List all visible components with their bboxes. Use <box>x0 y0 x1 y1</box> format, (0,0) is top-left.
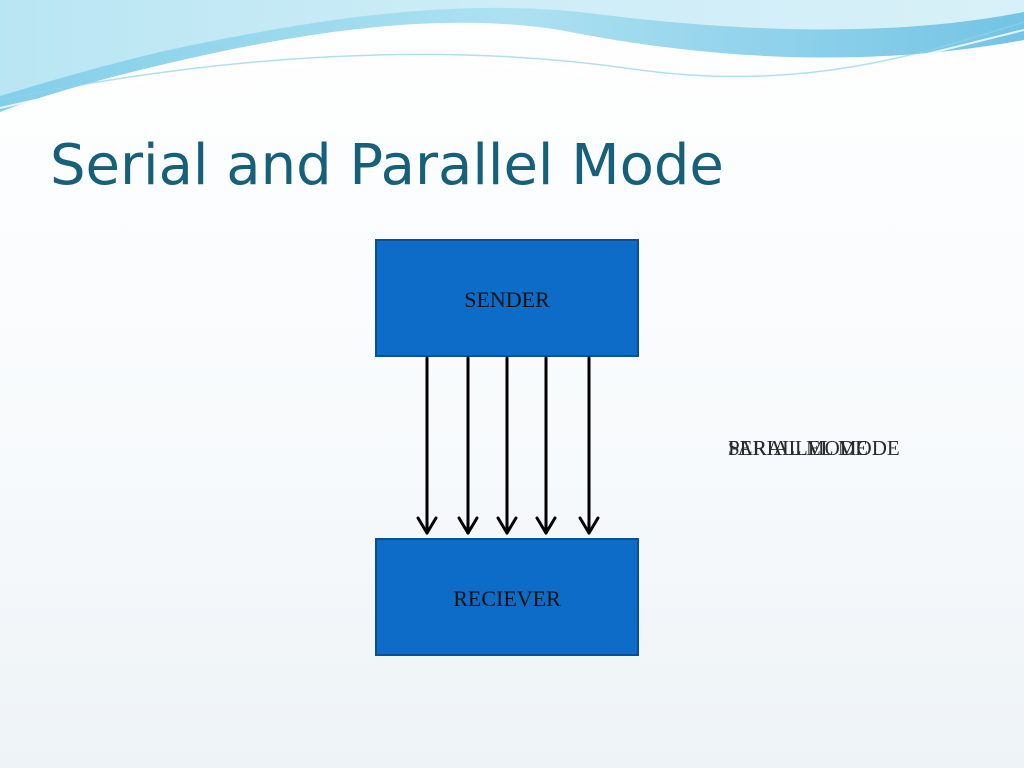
receiver-label: RECIEVER <box>453 586 561 611</box>
sender-box: SENDER <box>375 239 639 357</box>
parallel-mode-label: PARALLEL MODE <box>728 436 900 460</box>
arrow-5 <box>578 356 600 535</box>
sender-label: SENDER <box>464 287 550 312</box>
arrow-1 <box>416 356 438 535</box>
slide-title: Serial and Parallel Mode <box>50 133 724 198</box>
receiver-box: RECIEVER <box>375 538 639 656</box>
serial-mode-label: SERIAL MODE <box>728 436 868 460</box>
arrow-4 <box>535 356 557 535</box>
header-wave-decoration <box>0 0 1024 112</box>
arrow-3 <box>496 356 518 535</box>
arrow-2 <box>457 356 479 535</box>
